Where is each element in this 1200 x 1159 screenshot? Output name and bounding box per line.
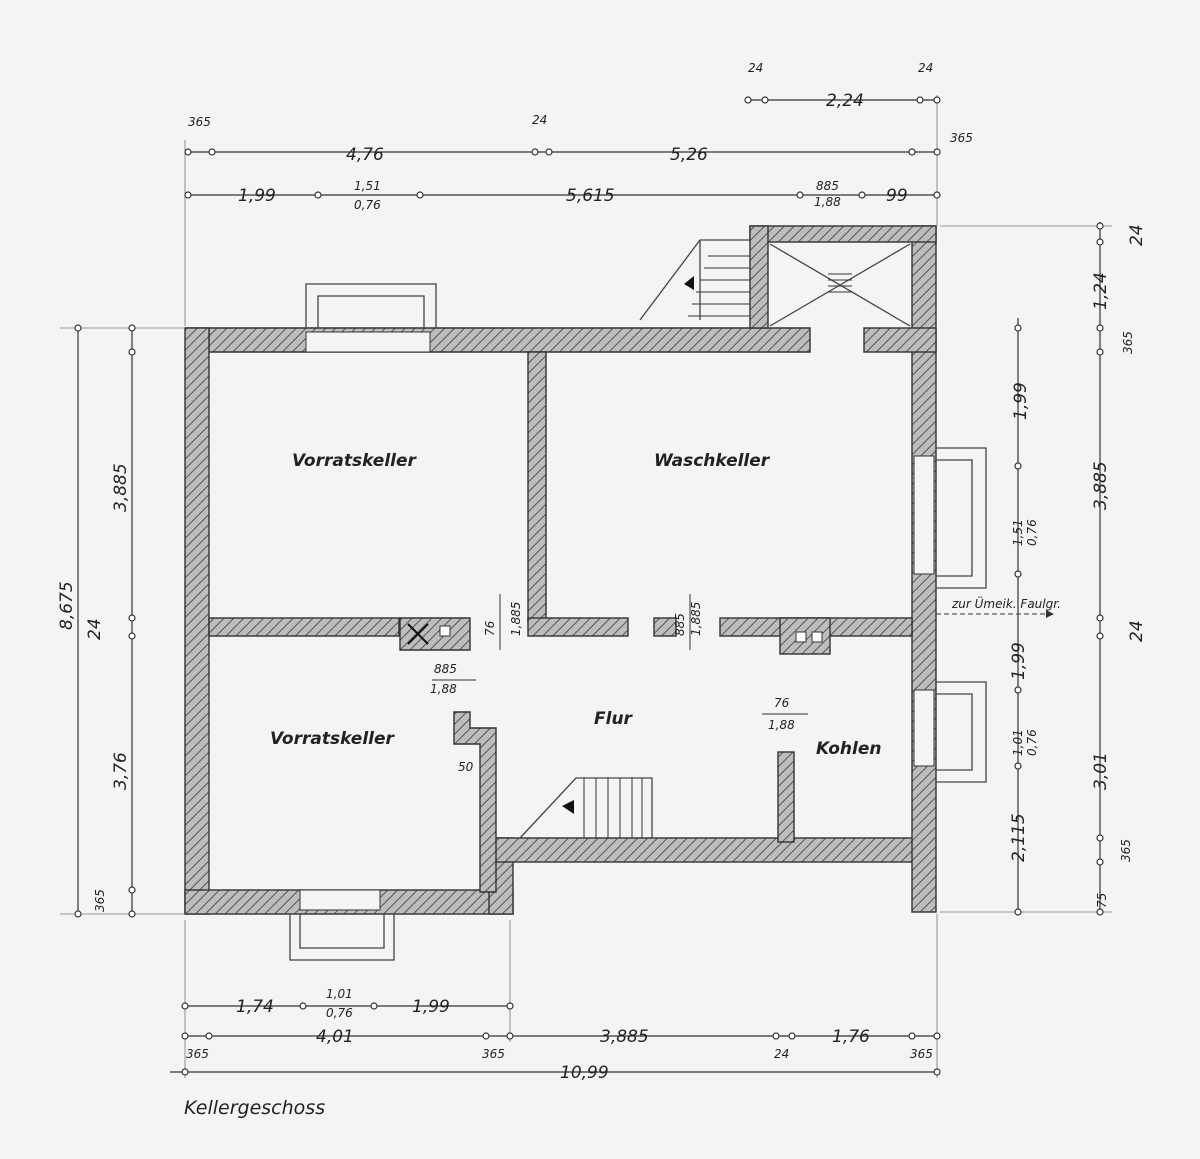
walls [184, 225, 937, 915]
dim-bot-r2-s2: 365 [482, 1047, 505, 1061]
dim-inner-3: 885 [673, 613, 687, 636]
dim-top-r3-d: 5,615 [566, 186, 615, 206]
dim-right-14: 365 [1119, 839, 1133, 862]
room-kohlen: Kohlen [816, 739, 882, 759]
dim-bot-r2-a: 4,01 [316, 1027, 354, 1047]
outer-wall-west [184, 327, 210, 915]
room-labels: Vorratskeller Waschkeller Vorratskeller … [270, 451, 882, 759]
dim-right-13: 2,115 [1009, 813, 1029, 862]
room-vorratskeller-bottom: Vorratskeller [270, 729, 395, 749]
dim-inner-2: 1,885 [509, 602, 523, 636]
dim-top-r1-c: 24 [918, 61, 933, 75]
dim-left-c: 24 [85, 618, 105, 640]
dim-inner-6: 1,88 [430, 682, 457, 696]
dim-right-15: 75 [1095, 893, 1109, 908]
dim-right-1: 24 [1127, 224, 1147, 246]
shaft-cross [769, 243, 911, 327]
dim-bot-r1-a: 1,74 [236, 997, 274, 1017]
outer-wall-north [185, 327, 811, 353]
dim-right-6: 1,51 [1011, 519, 1025, 546]
dim-right-7: 0,76 [1025, 519, 1039, 546]
dim-right-4: 1,99 [1011, 382, 1031, 420]
dim-bot-r1-b: 1,01 [326, 987, 353, 1001]
dim-right-9: 1,99 [1009, 642, 1029, 680]
dim-left-a: 8,675 [57, 581, 77, 630]
room-flur: Flur [594, 709, 634, 729]
wall-mid-centre-b [653, 617, 677, 637]
dim-right-11: 1,01 [1011, 729, 1025, 756]
shaft-wall-west [749, 225, 769, 329]
dim-bot-r2-c: 1,76 [832, 1027, 870, 1047]
drain-annotation-label: zur Ümeik. Faulgr. [951, 595, 1061, 611]
dimension-lines [60, 95, 1112, 1078]
shaft-wall-south [863, 327, 937, 353]
wall-mid-left [208, 617, 400, 637]
dim-inner-8: 1,88 [768, 718, 795, 732]
dimension-labels: 24 2,24 24 365 4,76 24 5,26 365 1,99 1,5… [57, 61, 1147, 1083]
drain-annotation: zur Ümeik. Faulgr. [936, 595, 1061, 618]
room-vorratskeller-top: Vorratskeller [292, 451, 417, 471]
dim-left-e: 365 [93, 889, 107, 912]
room-waschkeller: Waschkeller [654, 451, 771, 471]
dim-top-r2-a: 365 [188, 115, 211, 129]
dim-top-r1-a: 24 [748, 61, 763, 75]
wall-central-vertical [527, 351, 547, 623]
dim-bot-r2-s4: 365 [910, 1047, 933, 1061]
dim-inner-1: 76 [483, 620, 497, 636]
drawing-title: Kellergeschoss [184, 1097, 325, 1119]
dim-top-r3-g: 99 [886, 186, 908, 206]
dim-right-2: 1,24 [1091, 272, 1111, 310]
dim-top-r3-c: 0,76 [354, 198, 381, 212]
stair-inside [519, 777, 653, 839]
dim-right-3: 365 [1121, 331, 1135, 354]
dim-right-8: 24 [1127, 620, 1147, 642]
outer-wall-south-right [488, 837, 936, 863]
dim-right-10: 3,01 [1091, 752, 1111, 790]
dim-inner-4: 1,885 [689, 602, 703, 636]
wall-mid-centre [527, 617, 629, 637]
dim-right-5: 3,885 [1091, 461, 1111, 510]
dim-top-r3-b: 1,51 [354, 179, 381, 193]
dim-top-r1-b: 2,24 [826, 91, 864, 111]
dim-right-12: 0,76 [1025, 729, 1039, 756]
dim-bot-r2-s3: 24 [774, 1047, 789, 1061]
dim-bot-r1-c: 0,76 [326, 1006, 353, 1020]
dim-top-r2-d: 5,26 [670, 145, 708, 165]
dim-inner-5: 885 [434, 662, 457, 676]
dim-bot-r2-b: 3,885 [600, 1027, 649, 1047]
dim-top-r2-c: 24 [532, 113, 547, 127]
dim-bot-total: 10,99 [560, 1063, 609, 1083]
dim-top-r3-a: 1,99 [238, 186, 276, 206]
dim-top-r2-e: 365 [950, 131, 973, 145]
dim-left-d: 3,76 [111, 752, 131, 790]
chimney [399, 617, 471, 651]
dim-top-r3-f: 1,88 [814, 195, 841, 209]
dim-top-r3-e: 885 [816, 179, 839, 193]
shaft-wall-north [749, 225, 937, 243]
light-wells [289, 283, 987, 961]
dim-bot-r2-s1: 365 [186, 1047, 209, 1061]
stair-outside [639, 239, 750, 321]
dim-inner-9: 50 [458, 760, 474, 774]
dim-top-r2-b: 4,76 [346, 145, 384, 165]
dim-inner-7: 76 [774, 696, 790, 710]
dim-left-b: 3,885 [111, 463, 131, 512]
wall-flur-left [453, 711, 497, 893]
dim-bot-r1-d: 1,99 [412, 997, 450, 1017]
wall-kohlen-vertical [777, 751, 795, 843]
